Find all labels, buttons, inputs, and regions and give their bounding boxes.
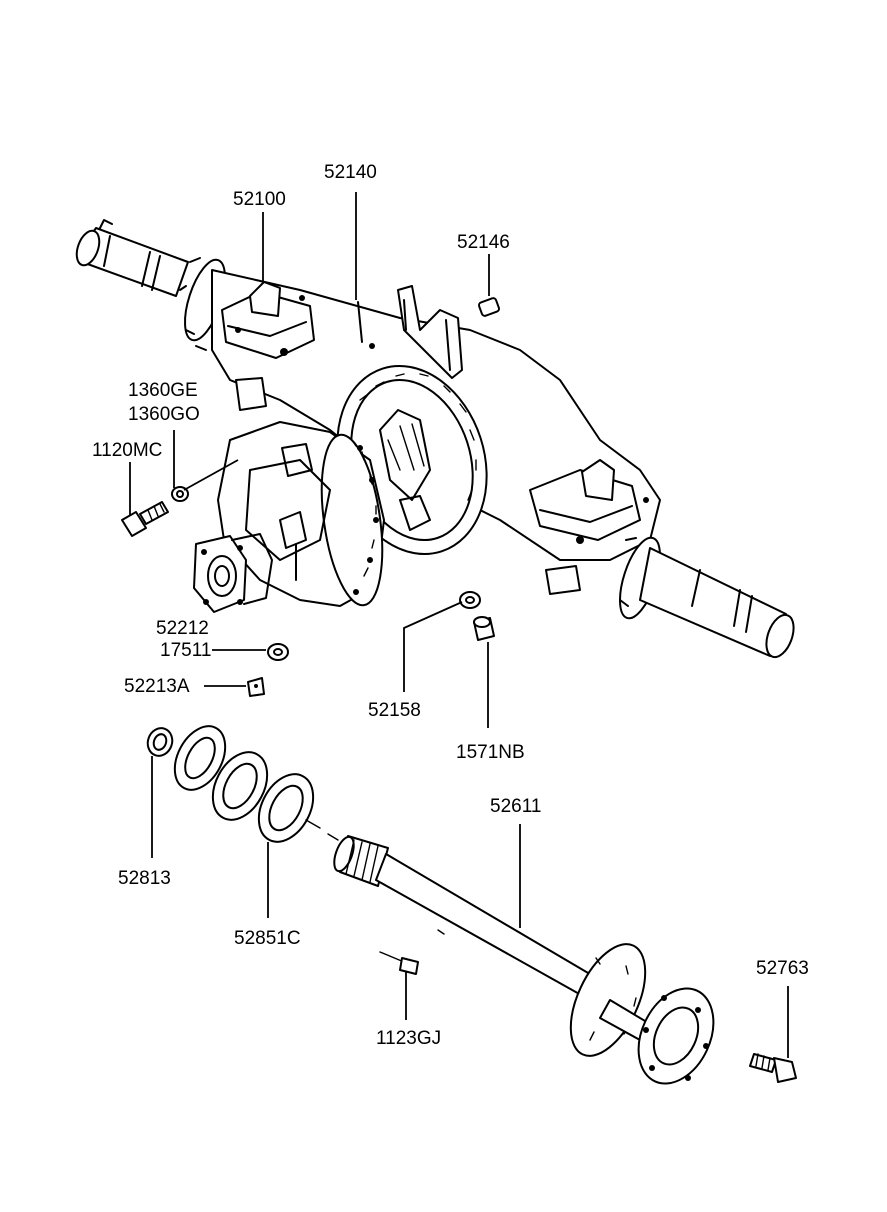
washer-1360GE: [171, 486, 189, 502]
leader-52158: [403, 601, 463, 692]
label-52813: 52813: [118, 868, 171, 889]
axle-shaft-52611: [333, 835, 715, 1085]
label-52100: 52100: [233, 189, 286, 210]
label-52158: 52158: [368, 700, 421, 721]
bearing-1: [173, 725, 227, 791]
oil-seal-52851C: [257, 773, 315, 843]
label-1120MC: 1120MC: [92, 440, 162, 461]
bolt-52763: [749, 1053, 797, 1083]
gasket-52158: [459, 591, 481, 609]
label-52146: 52146: [457, 232, 510, 253]
axle-housing-52100: [75, 219, 795, 659]
leader-lines: [129, 192, 789, 1058]
label-1123GJ: 1123GJ: [376, 1028, 441, 1049]
label-52851C: 52851C: [234, 928, 301, 949]
bolt-1123GJ: [379, 951, 419, 975]
leader-1360GE: [173, 430, 239, 491]
label-52213A: 52213A: [124, 676, 190, 697]
bolt-1571NB: [473, 616, 495, 641]
label-1360GO: 1360GO: [128, 404, 200, 425]
plug-52146: [477, 297, 501, 317]
bearing-2: [211, 751, 269, 821]
label-52212: 52212: [156, 618, 209, 639]
label-52140: 52140: [324, 162, 377, 183]
label-1360GE: 1360GE: [128, 380, 198, 401]
label-52611: 52611: [490, 796, 541, 817]
label-1571NB: 1571NB: [456, 742, 525, 763]
label-17511: 17511: [160, 640, 211, 661]
screw-52213A: [247, 677, 265, 697]
part-labels: 52140 52100 52146 1360GE 1360GO 1120MC 5…: [92, 162, 809, 1049]
snap-ring-52813: [146, 727, 174, 757]
assembly-centerline: [305, 819, 445, 935]
bolt-1120MC: [121, 501, 169, 537]
washer-52212-17511: [267, 643, 289, 661]
label-52763: 52763: [756, 958, 809, 979]
